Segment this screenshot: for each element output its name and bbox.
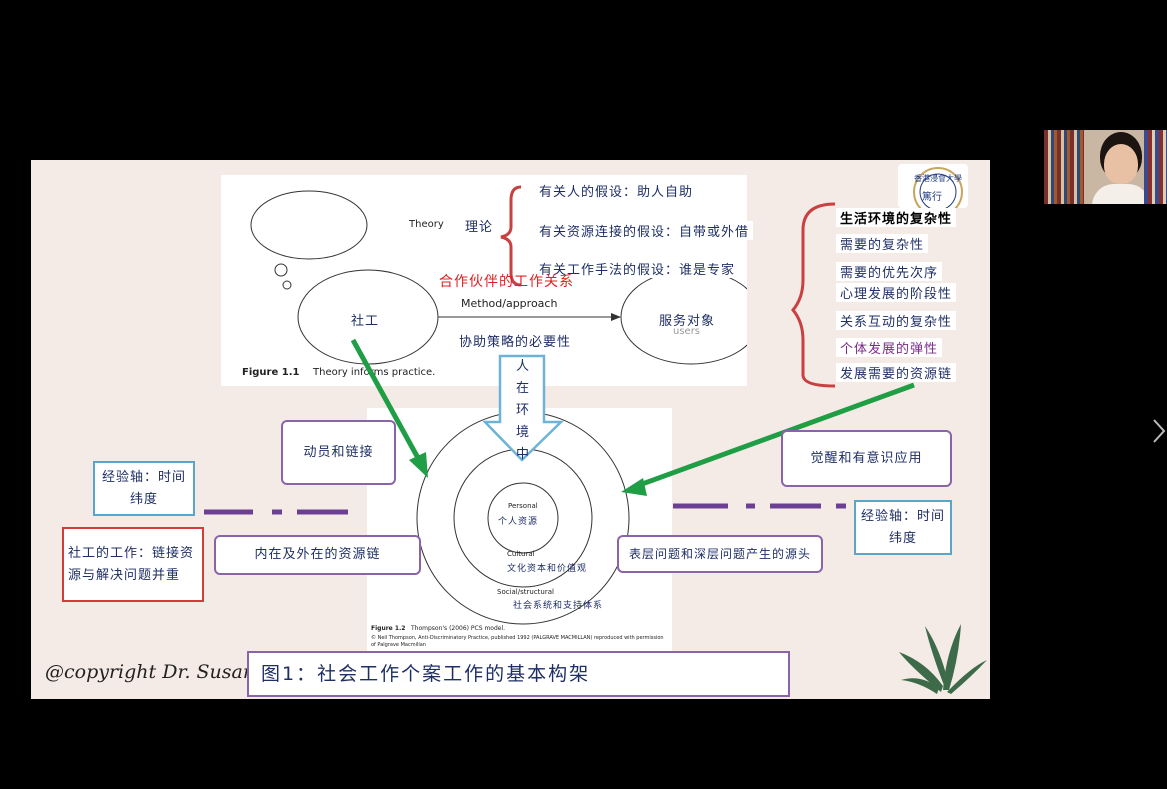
- assumption-item: 有关工作手法的假设：谁是专家: [535, 259, 740, 278]
- presenter-video[interactable]: [1044, 130, 1167, 204]
- personal-en-label: Personal: [508, 502, 538, 510]
- experience-axis-right-box: 经验轴：时间纬度: [854, 500, 952, 555]
- complexity-item: 需要的优先次序: [836, 262, 943, 281]
- theory-cn-label: 理论: [465, 220, 494, 235]
- logo-motto: 篤行: [922, 192, 942, 203]
- person-in-environment-arrow-icon: [483, 354, 565, 462]
- bookshelf: [1044, 130, 1084, 204]
- presenter-avatar: [1104, 144, 1138, 184]
- service-users-label: 服务对象: [659, 314, 716, 329]
- assumption-list: 有关人的假设：助人自助 有关资源连接的假设：自带或外借 有关工作手法的假设：谁是…: [531, 177, 821, 287]
- arrow-list-to-pcs: [633, 382, 915, 490]
- complexity-item: 个体发展的弹性: [836, 338, 943, 357]
- social-cn-label: 社会系统和支持体系: [513, 601, 604, 611]
- surface-deep-problem-box: 表层问题和深层问题产生的源头: [617, 535, 823, 573]
- assumption-item: 有关资源连接的假设：自带或外借: [535, 221, 754, 240]
- figure-1-2-credit: © Neil Thompson, Anti-Discriminatory Pra…: [371, 635, 664, 648]
- complexity-item: 心理发展的阶段性: [836, 283, 957, 302]
- figure-1-2-caption-num: Figure 1.2: [371, 625, 406, 632]
- social-worker-label: 社工: [351, 314, 380, 329]
- personal-cn-label: 个人资源: [498, 517, 539, 527]
- complexity-brace: [791, 202, 836, 388]
- slide: Theory 理论 有关人的假设：助人自助 有关资源连接的假设：自带或外借 有关…: [31, 160, 990, 699]
- complexity-item: 发展需要的资源链: [836, 363, 957, 382]
- theory-cloud-icon: [250, 190, 368, 290]
- mobilize-link-box: 动员和链接: [281, 420, 396, 485]
- presenter-body: [1092, 184, 1150, 204]
- assumption-item: 有关人的假设：助人自助: [535, 181, 698, 200]
- complexity-item: 关系互动的复杂性: [836, 311, 957, 330]
- arrow-worker-to-pcs: [350, 338, 421, 460]
- inner-outer-resource-box: 内在及外在的资源链: [214, 535, 421, 575]
- awakening-box: 觉醒和有意识应用: [781, 430, 952, 487]
- partner-relationship-label: 合作伙伴的工作关系: [439, 274, 574, 290]
- complexity-item: 生活环境的复杂性: [836, 208, 957, 227]
- complexity-list: 生活环境的复杂性 需要的复杂性 需要的优先次序 心理发展的阶段性 关系互动的复杂…: [836, 204, 990, 394]
- figure-1-1-caption: Theory informs practice.: [313, 367, 436, 378]
- cultural-en-label: Cultural: [507, 550, 535, 558]
- chevron-right-icon[interactable]: [1150, 418, 1167, 444]
- copyright-text: @copyright Dr. Susan S: [45, 661, 275, 683]
- person-in-environment-label: 人在环境中: [516, 359, 530, 462]
- method-approach-label: Method/approach: [461, 297, 558, 310]
- university-logo: 香港浸會大學 篤行: [898, 164, 968, 217]
- strategy-label: 协助策略的必要性: [459, 335, 572, 350]
- bookshelf-right: [1144, 130, 1167, 204]
- social-work-task-box: 社工的工作：链接资源与解决问题并重: [62, 527, 204, 602]
- cultural-cn-label: 文化资本和价值观: [507, 564, 588, 574]
- figure-1-2-caption: Thompson's (2006) PCS model.: [411, 625, 506, 632]
- figure-1-1-caption-num: Figure 1.1: [242, 367, 300, 378]
- slide-title: 图1：社会工作个案工作的基本构架: [247, 651, 790, 697]
- plant-icon: [899, 624, 987, 694]
- logo-text: 香港浸會大學: [914, 174, 962, 183]
- social-en-label: Social/structural: [497, 588, 554, 596]
- users-sub-label: users: [673, 326, 701, 337]
- experience-axis-left-box: 经验轴：时间纬度: [93, 461, 195, 516]
- theory-en-label: Theory: [409, 219, 444, 230]
- green-arrows: [204, 338, 915, 515]
- complexity-item: 需要的复杂性: [836, 234, 929, 253]
- figure-1-1-diagram: [250, 185, 747, 365]
